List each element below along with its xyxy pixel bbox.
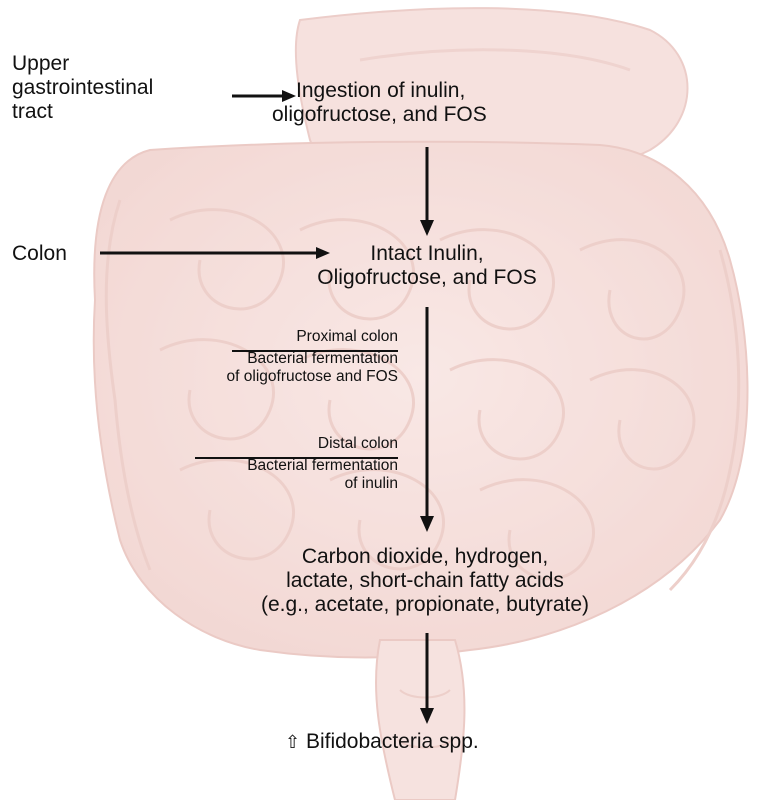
colon-arrow: [100, 247, 330, 259]
upper-gi-arrow: [232, 90, 296, 102]
intact-to-products-arrow: [420, 307, 434, 532]
products-to-result-arrow: [420, 633, 434, 724]
ingestion-to-intact-arrow: [420, 147, 434, 236]
